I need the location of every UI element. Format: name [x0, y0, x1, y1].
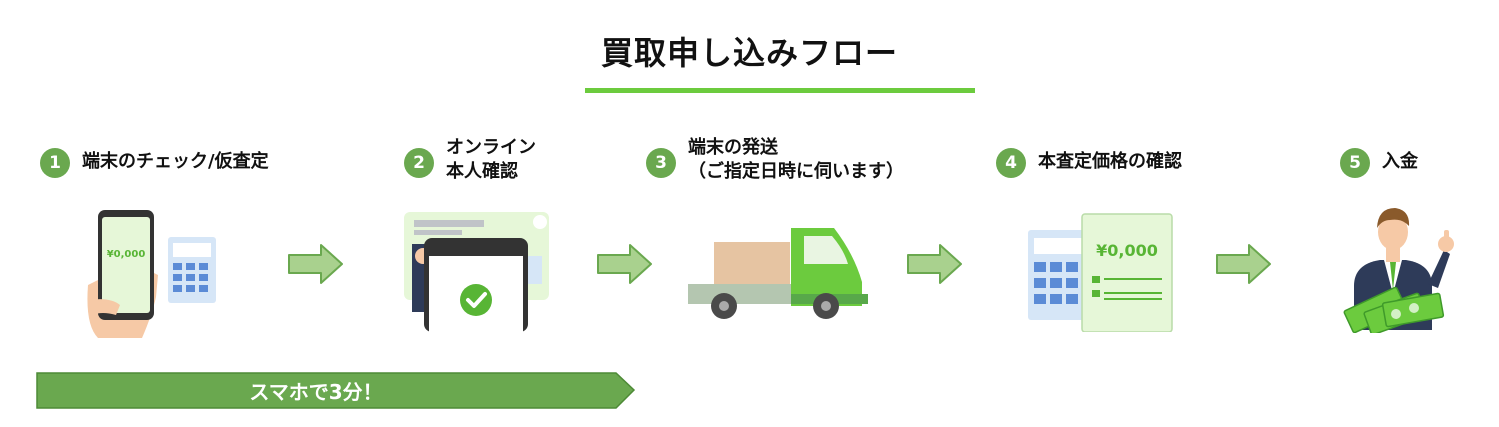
step-2: 2 オンライン 本人確認 [404, 137, 536, 184]
title-underline [585, 88, 975, 93]
page-title: 買取申し込みフロー [600, 34, 898, 72]
arrow-right-icon [597, 244, 652, 284]
step-label: 端末のチェック/仮査定 [82, 151, 269, 172]
price-document-icon: ¥0,000 [1028, 213, 1173, 332]
phone-price: ¥0,000 [107, 249, 146, 260]
step-label-line: 端末の発送 [688, 137, 778, 158]
step-4: 4 本査定価格の確認 [996, 148, 1182, 178]
step-label: 本査定価格の確認 [1038, 151, 1182, 172]
arrow-right-icon [907, 244, 962, 284]
step-number: 2 [404, 148, 434, 178]
identity-verification-icon [404, 212, 549, 332]
step-5: 5 入金 [1340, 148, 1418, 178]
document-price: ¥0,000 [1096, 241, 1158, 260]
step-1: 1 端末のチェック/仮査定 [40, 148, 269, 178]
step-number: 1 [40, 148, 70, 178]
step-label-line: （ご指定日時に伺います） [688, 161, 904, 182]
banner-text: スマホで3分！ [249, 379, 383, 404]
step-3: 3 端末の発送 （ご指定日時に伺います） [646, 137, 904, 184]
arrow-right-icon [288, 244, 343, 284]
step-number: 3 [646, 148, 676, 178]
step-label-line: オンライン [446, 137, 536, 158]
step-label: 入金 [1382, 151, 1418, 172]
delivery-truck-icon [688, 228, 868, 319]
banner-arrow [36, 372, 636, 409]
phone-calculator-icon: ¥0,000 [87, 210, 216, 338]
arrow-right-icon [1216, 244, 1271, 284]
payment-man-icon [1343, 208, 1454, 333]
step-label-line: 本人確認 [446, 161, 518, 182]
step-number: 5 [1340, 148, 1370, 178]
step-number: 4 [996, 148, 1026, 178]
